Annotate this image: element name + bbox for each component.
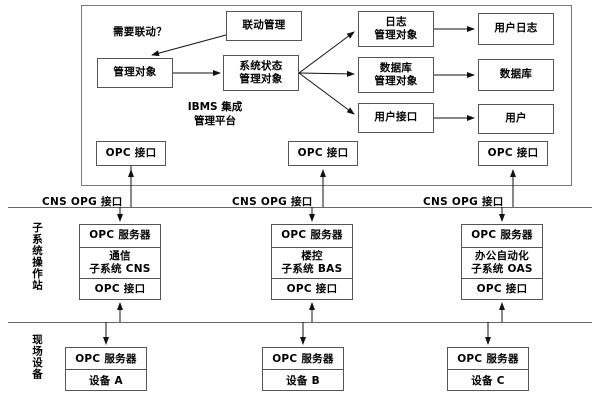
subsystem-oas-name: 办公自动化 子系统 OAS bbox=[462, 246, 542, 279]
node-user-interface[interactable]: 用户接口 bbox=[358, 103, 434, 133]
device-c-name: 设备 C bbox=[448, 369, 528, 390]
platform-opc-interface-1-label: OPC 接口 bbox=[105, 146, 157, 159]
node-database-object[interactable]: 数据库 管理对象 bbox=[358, 57, 434, 93]
device-a-server: OPC 服务器 bbox=[75, 353, 137, 365]
node-system-state-object-line1: 系统状态 bbox=[239, 59, 283, 72]
platform-opc-interface-1[interactable]: OPC 接口 bbox=[96, 141, 166, 166]
subsystem-cns-name: 通信 子系统 CNS bbox=[80, 246, 160, 279]
bus-line-lower bbox=[8, 322, 592, 323]
bus-label-2: CNS OPG 接口 bbox=[232, 196, 313, 208]
node-log-object[interactable]: 日志 管理对象 bbox=[358, 11, 434, 47]
subsystem-cns-name-line2: 子系统 CNS bbox=[89, 262, 151, 275]
platform-opc-interface-3[interactable]: OPC 接口 bbox=[478, 141, 548, 166]
node-linkage-manager[interactable]: 联动管理 bbox=[226, 11, 302, 41]
node-managed-object[interactable]: 管理对象 bbox=[97, 58, 173, 88]
node-log-object-line2: 管理对象 bbox=[374, 29, 418, 41]
node-system-state-object-line2: 管理对象 bbox=[239, 73, 283, 85]
node-managed-object-label: 管理对象 bbox=[113, 66, 157, 79]
device-b-server: OPC 服务器 bbox=[272, 353, 334, 365]
device-c-server: OPC 服务器 bbox=[457, 353, 519, 365]
node-database-label: 数据库 bbox=[499, 68, 533, 81]
node-database-object-line2: 管理对象 bbox=[374, 75, 418, 87]
device-a-name: 设备 A bbox=[66, 369, 146, 390]
subsystem-oas-server: OPC 服务器 bbox=[471, 229, 533, 242]
device-c[interactable]: OPC 服务器 设备 C bbox=[447, 347, 529, 391]
device-a[interactable]: OPC 服务器 设备 A bbox=[65, 347, 147, 391]
subsystem-bas-name: 楼控 子系统 BAS bbox=[272, 246, 352, 279]
ibms-platform-label: IBMS 集成 管理平台 bbox=[150, 101, 280, 128]
ibms-platform-label-line2: 管理平台 bbox=[194, 114, 236, 127]
layer-label-field-devices: 现场设备 bbox=[31, 334, 43, 380]
subsystem-oas-interface: OPC 接口 bbox=[462, 278, 542, 299]
subsystem-cns-name-line1: 通信 bbox=[109, 249, 131, 262]
bus-line-upper bbox=[8, 207, 592, 208]
subsystem-oas[interactable]: OPC 服务器 办公自动化 子系统 OAS OPC 接口 bbox=[461, 224, 543, 300]
bus-label-3: CNS OPG 接口 bbox=[423, 196, 504, 208]
layer-label-subsystem-workstation: 子系统操作站 bbox=[31, 222, 43, 291]
subsystem-oas-name-line2: 子系统 OAS bbox=[471, 262, 533, 275]
node-user-log[interactable]: 用户日志 bbox=[478, 13, 554, 45]
device-b[interactable]: OPC 服务器 设备 B bbox=[262, 347, 344, 391]
subsystem-cns-interface: OPC 接口 bbox=[80, 278, 160, 299]
platform-opc-interface-3-label: OPC 接口 bbox=[487, 146, 539, 159]
subsystem-bas-name-line2: 子系统 BAS bbox=[281, 262, 343, 275]
node-user[interactable]: 用户 bbox=[478, 104, 554, 134]
node-user-log-label: 用户日志 bbox=[494, 22, 538, 35]
ibms-platform-label-line1: IBMS 集成 bbox=[187, 101, 243, 113]
node-linkage-manager-label: 联动管理 bbox=[242, 19, 286, 32]
device-b-name: 设备 B bbox=[263, 369, 343, 390]
subsystem-bas-server: OPC 服务器 bbox=[281, 229, 343, 242]
bus-label-1: CNS OPG 接口 bbox=[42, 196, 123, 208]
node-log-object-line1: 日志 bbox=[385, 15, 407, 28]
platform-opc-interface-2-label: OPC 接口 bbox=[297, 146, 349, 159]
subsystem-bas-interface: OPC 接口 bbox=[272, 278, 352, 299]
node-system-state-object[interactable]: 系统状态 管理对象 bbox=[223, 55, 299, 91]
platform-opc-interface-2[interactable]: OPC 接口 bbox=[288, 141, 358, 166]
node-user-interface-label: 用户接口 bbox=[374, 111, 418, 124]
subsystem-bas-name-line1: 楼控 bbox=[301, 249, 323, 262]
node-database-object-line1: 数据库 bbox=[379, 61, 413, 74]
subsystem-oas-name-line1: 办公自动化 bbox=[475, 249, 529, 262]
node-user-label: 用户 bbox=[505, 112, 527, 125]
linkage-question-label: 需要联动？ bbox=[113, 26, 167, 38]
subsystem-cns-server: OPC 服务器 bbox=[89, 229, 151, 242]
subsystem-bas[interactable]: OPC 服务器 楼控 子系统 BAS OPC 接口 bbox=[271, 224, 353, 300]
node-database[interactable]: 数据库 bbox=[478, 59, 554, 91]
subsystem-cns[interactable]: OPC 服务器 通信 子系统 CNS OPC 接口 bbox=[79, 224, 161, 300]
